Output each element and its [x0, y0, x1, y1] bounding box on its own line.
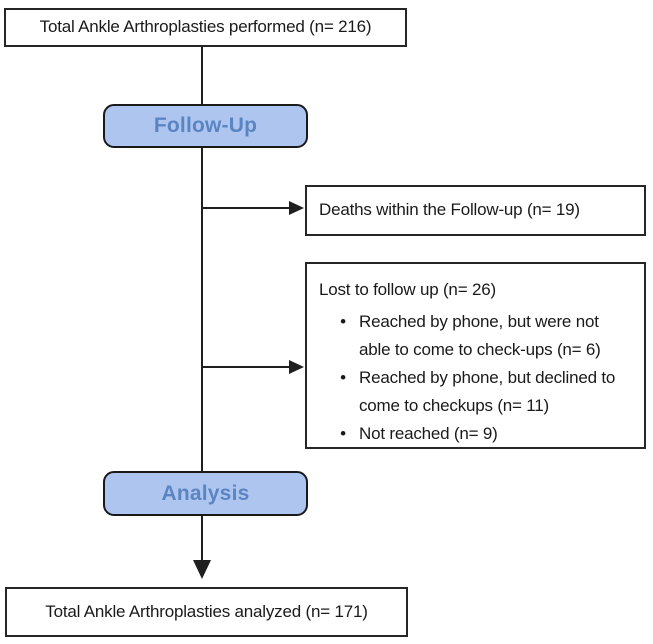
box-deaths-label: Deaths within the Follow-up (n= 19)	[319, 200, 580, 220]
list-item: • Not reached (n= 9)	[333, 420, 636, 448]
list-item: • Reached by phone, but were not able to…	[333, 308, 636, 364]
bullet-icon: •	[340, 312, 346, 331]
box-total-performed-label: Total Ankle Arthroplasties performed (n=…	[39, 17, 372, 37]
lost-to-followup-title: Lost to follow up (n= 26)	[319, 280, 496, 299]
connector-branch-lost-arrow	[202, 360, 304, 374]
box-total-analyzed: Total Ankle Arthroplasties analyzed (n= …	[5, 587, 408, 637]
arrowhead-deaths	[289, 201, 304, 215]
lost-to-followup-bullet-list: • Reached by phone, but were not able to…	[319, 308, 636, 448]
bullet-icon: •	[340, 368, 346, 387]
lost-bullet-not-reached: Not reached (n= 9)	[359, 424, 498, 443]
box-lost-to-followup: Lost to follow up (n= 26) • Reached by p…	[305, 262, 646, 449]
box-total-performed: Total Ankle Arthroplasties performed (n=…	[4, 8, 407, 47]
box-deaths-within-followup: Deaths within the Follow-up (n= 19)	[305, 185, 646, 236]
list-item: • Reached by phone, but declined to come…	[333, 364, 636, 420]
connector-analysis-to-analyzed-arrow	[193, 516, 211, 579]
arrowhead-analyzed	[193, 560, 211, 579]
arrowhead-lost	[289, 360, 304, 374]
stage-analysis-label: Analysis	[161, 481, 250, 505]
stage-box-follow-up: Follow-Up	[103, 104, 308, 148]
box-total-analyzed-label: Total Ankle Arthroplasties analyzed (n= …	[45, 601, 368, 621]
lost-bullet-reached-not-able: Reached by phone, but were not able to c…	[359, 312, 601, 359]
connector-branch-deaths-arrow	[202, 201, 304, 215]
bullet-icon: •	[340, 424, 346, 443]
stage-follow-up-label: Follow-Up	[153, 114, 258, 137]
stage-box-analysis: Analysis	[103, 471, 308, 516]
lost-bullet-reached-declined: Reached by phone, but declined to come t…	[359, 368, 616, 415]
